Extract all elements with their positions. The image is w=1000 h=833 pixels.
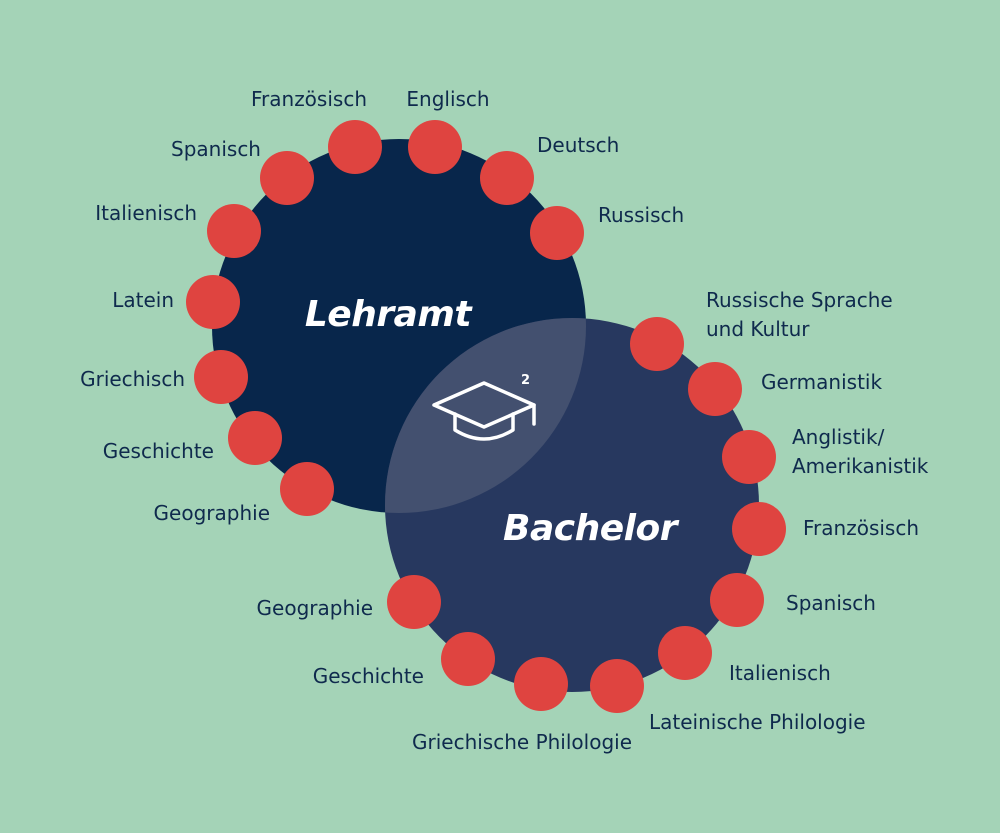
dot-bachelor-italienisch — [658, 626, 712, 680]
lehramt-dots — [186, 120, 584, 516]
dot-lehramt-griechisch — [194, 350, 248, 404]
superscript-two: 2 — [521, 373, 530, 388]
dot-lehramt-spanisch — [260, 151, 314, 205]
label-lehramt-geographie: Geographie — [154, 501, 270, 525]
dot-bachelor-lateinische-philologie — [590, 659, 644, 713]
label-bachelor-italienisch: Italienisch — [729, 661, 831, 685]
label-bachelor-anglistik-line2: Amerikanistik — [792, 454, 929, 478]
bachelor-title: Bachelor — [503, 508, 680, 549]
label-bachelor-franzoesisch: Französisch — [803, 516, 919, 540]
label-bachelor-griechische-philologie: Griechische Philologie — [412, 730, 632, 754]
dot-lehramt-geschichte — [228, 411, 282, 465]
label-bachelor-anglistik-line1: Anglistik/ — [792, 425, 885, 449]
dot-lehramt-englisch — [408, 120, 462, 174]
label-bachelor-germanistik: Germanistik — [761, 370, 882, 394]
label-bachelor-geographie: Geographie — [257, 596, 373, 620]
dot-lehramt-russisch — [530, 206, 584, 260]
label-lehramt-russisch: Russisch — [598, 203, 684, 227]
dot-bachelor-anglistik — [722, 430, 776, 484]
dot-lehramt-franzoesisch — [328, 120, 382, 174]
dot-bachelor-germanistik — [688, 362, 742, 416]
dot-bachelor-russische-sprache — [630, 317, 684, 371]
dot-lehramt-deutsch — [480, 151, 534, 205]
label-lehramt-latein: Latein — [112, 288, 174, 312]
graduation-cap-icon — [432, 381, 536, 441]
label-lehramt-geschichte: Geschichte — [103, 439, 214, 463]
bachelor-dots — [387, 317, 786, 713]
label-lehramt-spanisch: Spanisch — [171, 137, 261, 161]
label-lehramt-englisch: Englisch — [406, 87, 489, 111]
label-lehramt-franzoesisch: Französisch — [251, 87, 367, 111]
dot-bachelor-geschichte — [441, 632, 495, 686]
label-lehramt-italienisch: Italienisch — [95, 201, 197, 225]
dot-bachelor-geographie — [387, 575, 441, 629]
dot-lehramt-latein — [186, 275, 240, 329]
dot-bachelor-spanisch — [710, 573, 764, 627]
dot-lehramt-italienisch — [207, 204, 261, 258]
dot-bachelor-griechische-philologie — [514, 657, 568, 711]
label-lehramt-deutsch: Deutsch — [537, 133, 619, 157]
label-bachelor-geschichte: Geschichte — [313, 664, 424, 688]
label-bachelor-russische-sprache-line1: Russische Sprache — [706, 288, 893, 312]
label-lehramt-griechisch: Griechisch — [80, 367, 185, 391]
label-bachelor-lateinische-philologie: Lateinische Philologie — [649, 710, 866, 734]
lehramt-title: Lehramt — [305, 294, 474, 335]
dot-bachelor-franzoesisch — [732, 502, 786, 556]
dot-lehramt-geographie — [280, 462, 334, 516]
label-bachelor-russische-sprache-line2: und Kultur — [706, 317, 810, 341]
label-bachelor-spanisch: Spanisch — [786, 591, 876, 615]
